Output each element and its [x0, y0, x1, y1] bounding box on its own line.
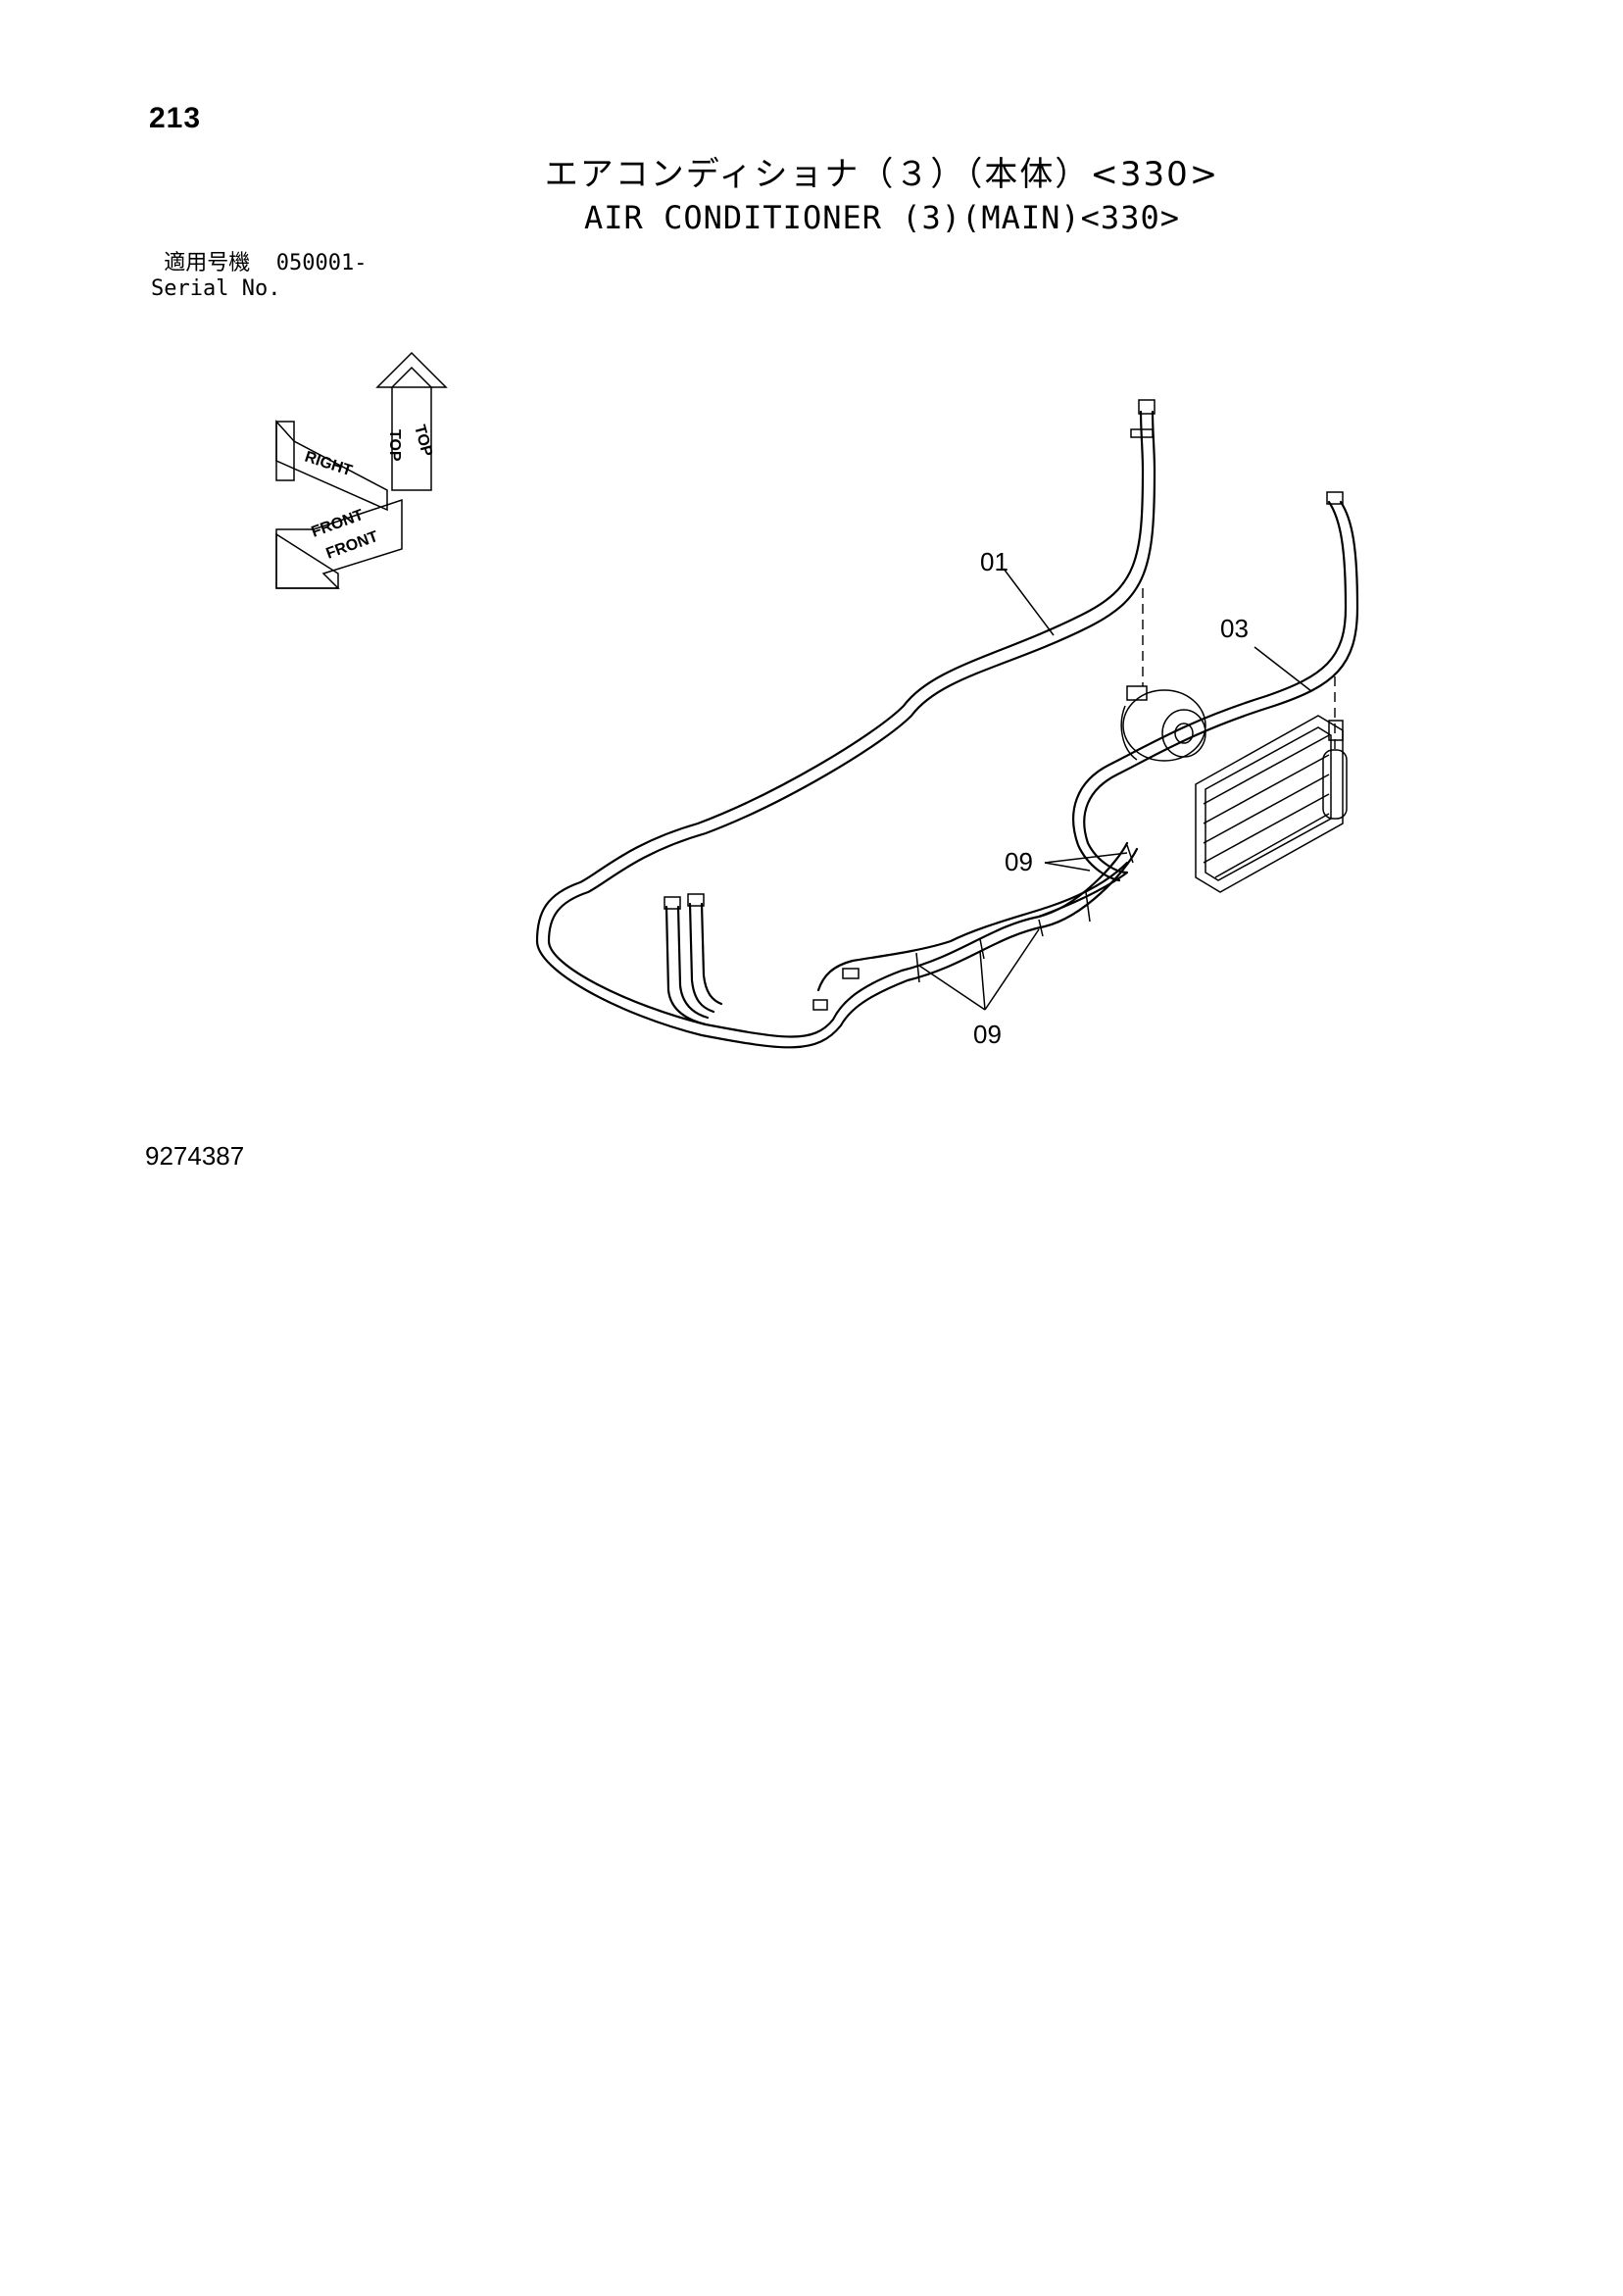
leader-09-lower-b	[979, 950, 986, 1011]
leader-01	[1003, 568, 1055, 636]
callout-01: 01	[980, 547, 1008, 576]
top-arrow-head	[390, 366, 433, 388]
compressor	[1120, 588, 1206, 762]
hose-03	[816, 491, 1359, 992]
right-arrow-stub	[275, 420, 295, 481]
condenser-frame	[1195, 715, 1344, 893]
clamps	[812, 844, 1134, 1011]
leader-09-lower-a	[918, 965, 986, 1011]
leader-lines	[918, 568, 1312, 1011]
clamp-2	[1085, 891, 1091, 923]
receiver-fitting	[1328, 720, 1344, 741]
title-japanese: エアコンディショナ（３）（本体）<330>	[544, 155, 1220, 194]
orient-top-label-1: TOP	[386, 429, 403, 462]
hose-01	[535, 399, 1156, 1049]
hose-01-upper-collar	[1130, 428, 1154, 438]
callout-03: 03	[1220, 614, 1249, 643]
clamp-1	[1126, 844, 1134, 864]
compressor-port	[1126, 685, 1148, 701]
serial-label-jp: 適用号機	[164, 251, 251, 275]
compressor-pulley	[1161, 709, 1206, 758]
document-number: 9274387	[145, 1141, 245, 1171]
serial-block: 適用号機 050001- Serial No.	[151, 251, 367, 302]
compressor-body	[1122, 689, 1206, 762]
serial-value: 050001-	[275, 251, 368, 275]
top-arrow-icon	[375, 351, 448, 491]
callout-09-lower: 09	[973, 1020, 1002, 1049]
orientation-indicator: TOP TOP RIGHT FRONT FRONT	[275, 351, 448, 589]
hose-01-upper-fitting	[1138, 399, 1156, 415]
receiver-dryer	[1322, 749, 1348, 820]
clip-2	[812, 999, 828, 1011]
compressor-hub	[1174, 723, 1194, 744]
clip-1	[842, 968, 860, 979]
left-fitting-2	[687, 893, 705, 907]
leader-09-upper-a	[1044, 862, 1091, 872]
callout-09-upper: 09	[1005, 847, 1033, 876]
leader-03	[1254, 646, 1312, 692]
serial-row: 適用号機 050001-	[151, 251, 367, 276]
serial-label-en: Serial No.	[151, 276, 281, 301]
leader-09-upper-b	[1044, 852, 1128, 864]
orient-right-label: RIGHT	[303, 449, 355, 480]
hose-03-upper-fitting	[1326, 491, 1344, 505]
front-arrow-base	[275, 532, 339, 589]
left-fittings	[664, 893, 723, 1026]
clamp-5	[915, 952, 920, 983]
clamp-4	[979, 938, 985, 960]
compressor-shell	[1120, 705, 1138, 761]
title-english: AIR CONDITIONER (3)(MAIN)<330>	[584, 199, 1180, 236]
clamp-3	[1038, 919, 1044, 937]
left-fitting-1	[664, 896, 681, 910]
leader-09-lower-c	[984, 928, 1040, 1011]
page-number: 213	[149, 102, 202, 134]
condenser	[1195, 676, 1348, 893]
